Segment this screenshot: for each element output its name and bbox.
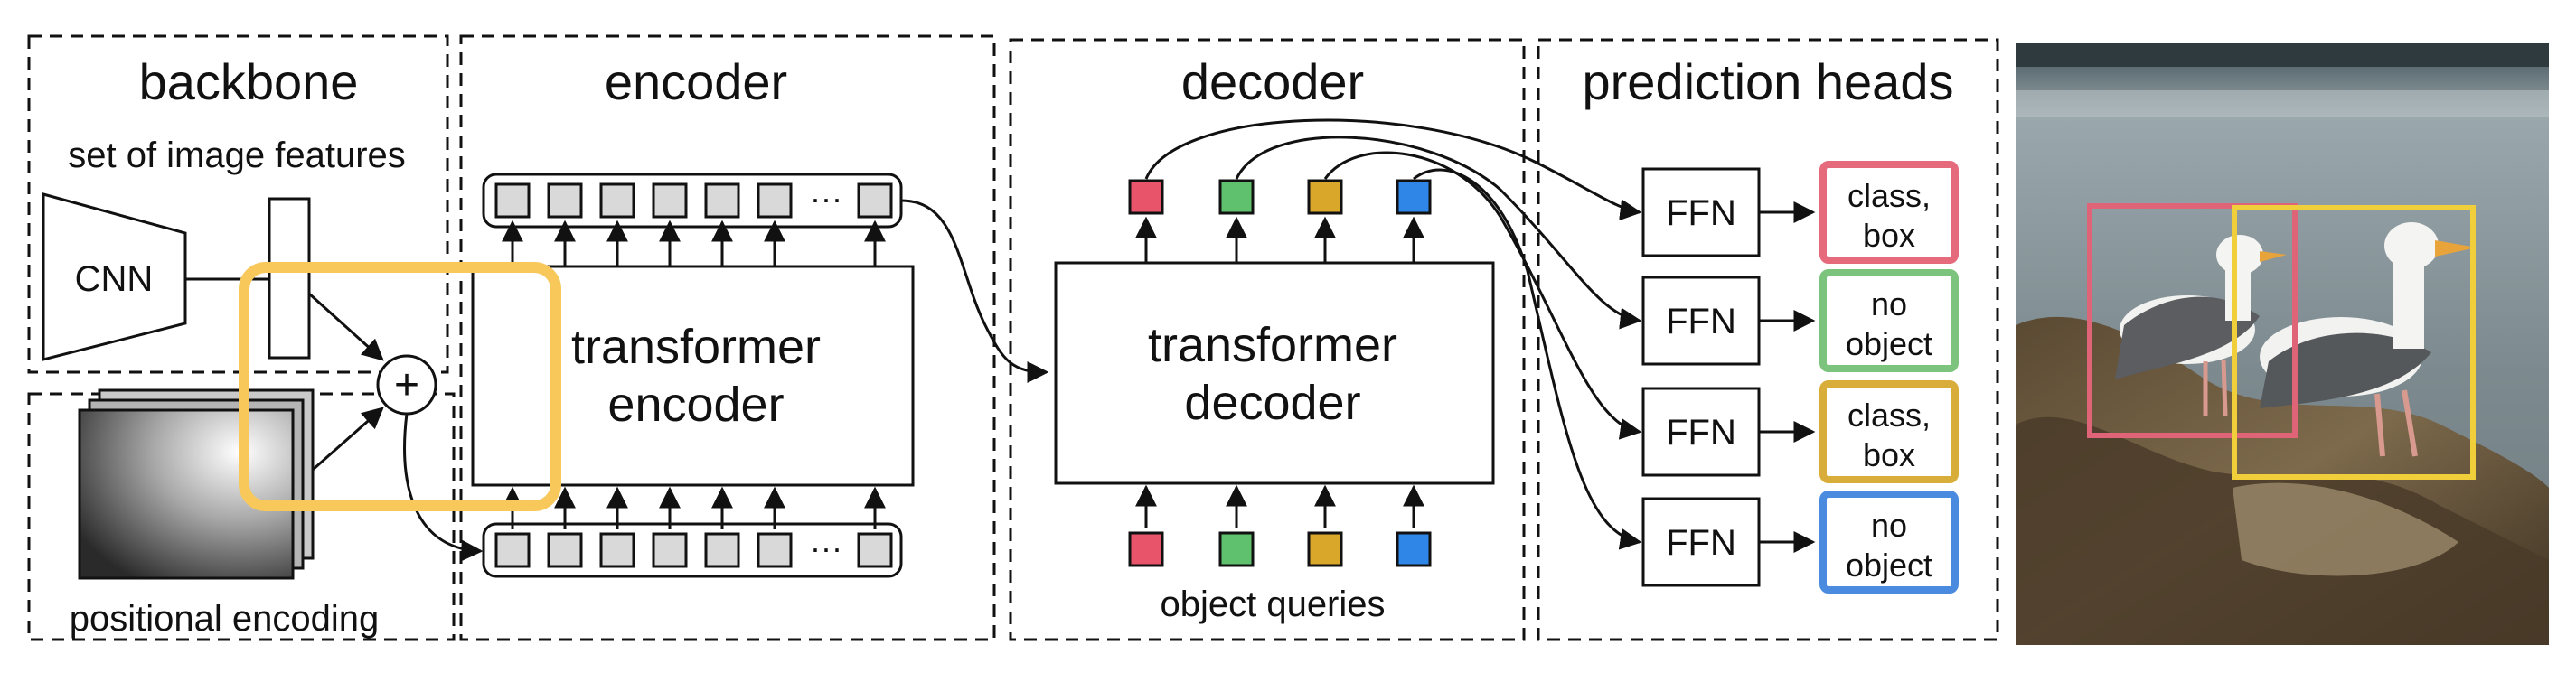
decoder-output-token xyxy=(1396,179,1432,215)
ffn-box xyxy=(1641,167,1761,257)
encoder-output-token xyxy=(599,182,635,219)
query-to-ffn-arrow xyxy=(1144,118,1642,221)
ffn-box xyxy=(1641,497,1761,587)
prediction-line1: class, xyxy=(1847,177,1931,214)
prediction-line1: no xyxy=(1871,507,1907,544)
prediction-box xyxy=(1819,269,1959,372)
highlight-box xyxy=(239,262,561,511)
encoder-output-token xyxy=(652,182,688,219)
encoder-input-token xyxy=(652,532,688,568)
encoder-token-row xyxy=(494,182,893,568)
object-queries-label: object queries xyxy=(1160,584,1385,624)
decoder-title: decoder xyxy=(1181,53,1364,110)
query-to-ffn-arrow xyxy=(1235,136,1642,330)
prediction-line2: object xyxy=(1846,325,1932,362)
query-to-ffn-arrow xyxy=(1323,151,1642,440)
prediction-box xyxy=(1819,161,1959,264)
ffn-box xyxy=(1641,387,1761,477)
prediction-line2: box xyxy=(1863,436,1915,473)
encoder-input-token xyxy=(757,532,793,568)
decoder-block-line2: decoder xyxy=(1184,376,1360,430)
positional-encoding-label: positional encoding xyxy=(70,599,379,639)
decoder-section: decoder xyxy=(1009,38,1526,641)
prediction-line1: class, xyxy=(1847,397,1931,434)
decoder-block-line1: transformer xyxy=(1148,318,1397,372)
encoder-input-token xyxy=(857,532,893,568)
transformer-decoder-block: transformer decoder xyxy=(1054,261,1495,485)
heads-title: prediction heads xyxy=(1583,53,1954,110)
encoder-output-token xyxy=(757,182,793,219)
ffn-label: FFN xyxy=(1666,523,1736,563)
encoder-input-token xyxy=(494,532,531,568)
ffn-label: FFN xyxy=(1666,413,1736,453)
yellow-detection-box xyxy=(2232,205,2476,480)
encoder-title: encoder xyxy=(605,53,787,110)
prediction-head-row: FFN class,box xyxy=(1641,380,1959,483)
encoder-output-ellipsis: ··· xyxy=(810,180,842,217)
gull-left xyxy=(2115,235,2287,416)
prediction-line1: no xyxy=(1871,285,1907,322)
gull-right xyxy=(2260,222,2477,457)
encoder-input-token xyxy=(704,532,740,568)
backbone-title: backbone xyxy=(139,53,359,110)
object-query-token xyxy=(1396,531,1432,567)
encoder-block-line2: encoder xyxy=(607,378,784,432)
prediction-box xyxy=(1819,380,1959,483)
encoder-block-line1: transformer xyxy=(571,320,821,374)
query-to-ffn-arrow xyxy=(1413,168,1642,550)
ffn-box xyxy=(1641,276,1761,366)
heads-section: prediction heads xyxy=(1537,38,1999,641)
ffn-label: FFN xyxy=(1666,302,1736,341)
encoder-section: encoder xyxy=(459,34,996,641)
decoder-output-token xyxy=(1307,179,1343,215)
decoder-query-row xyxy=(1128,179,1432,567)
encoder-output-token xyxy=(857,182,893,219)
object-query-token xyxy=(1218,531,1255,567)
encoder-output-token xyxy=(704,182,740,219)
encoder-input-token xyxy=(547,532,583,568)
red-detection-box xyxy=(2087,203,2298,438)
prediction-box xyxy=(1819,491,1959,594)
object-query-token xyxy=(1307,531,1343,567)
add-node: + xyxy=(376,354,437,416)
prediction-head-row: FFN class,box xyxy=(1641,161,1959,264)
image-features-bar xyxy=(268,197,311,360)
prediction-line2: object xyxy=(1846,547,1932,584)
output-photo xyxy=(2016,43,2549,645)
cnn-label: CNN xyxy=(75,259,154,299)
encoder-input-tray xyxy=(482,522,903,578)
decoder-output-token xyxy=(1128,179,1164,215)
object-query-token xyxy=(1128,531,1164,567)
encoder-input-ellipsis: ··· xyxy=(810,529,842,566)
image-features-label: set of image features xyxy=(68,136,406,175)
prediction-line2: box xyxy=(1863,217,1915,254)
encoder-output-token xyxy=(494,182,531,219)
ffn-label: FFN xyxy=(1666,193,1736,233)
positional-encoding-stack xyxy=(78,388,315,580)
encoder-output-token xyxy=(547,182,583,219)
decoder-output-token xyxy=(1218,179,1255,215)
transformer-encoder-block: transformer encoder xyxy=(471,265,915,487)
encoder-input-token xyxy=(599,532,635,568)
plus-symbol: + xyxy=(394,361,419,409)
backbone-section: backbone xyxy=(27,34,449,374)
cnn-block: CNN xyxy=(42,192,187,361)
